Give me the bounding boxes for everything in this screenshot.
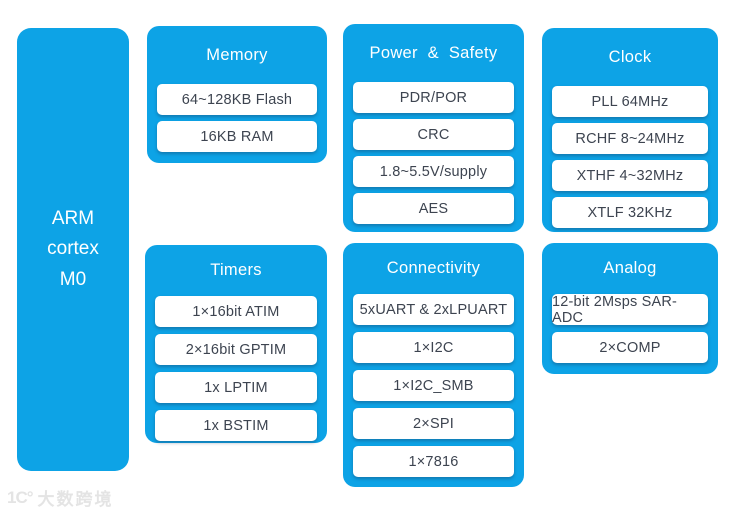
feature-item: 2×SPI <box>353 408 514 439</box>
block-connectivity-title: Connectivity <box>386 259 481 277</box>
block-timers: Timers 1×16bit ATIM 2×16bit GPTIM 1x LPT… <box>145 245 327 443</box>
feature-item: 1×I2C_SMB <box>353 370 514 401</box>
cpu-block: ARM cortex M0 <box>17 28 129 471</box>
watermark-text: 大数跨境 <box>37 490 114 509</box>
block-connectivity: Connectivity 5xUART & 2xLPUART 1×I2C 1×I… <box>343 243 524 487</box>
feature-item: 12-bit 2Msps SAR-ADC <box>552 294 708 326</box>
feature-item: 1.8~5.5V/supply <box>353 156 514 187</box>
feature-item: 16KB RAM <box>157 121 317 152</box>
feature-item: 2×COMP <box>552 332 708 363</box>
block-timers-title: Timers <box>210 261 262 279</box>
block-memory-title: Memory <box>206 45 268 64</box>
block-clock: Clock PLL 64MHz RCHF 8~24MHz XTHF 4~32MH… <box>542 28 718 232</box>
cpu-label-line3: M0 <box>59 268 87 290</box>
feature-item: 64~128KB Flash <box>157 84 317 115</box>
feature-item: 1×7816 <box>353 446 514 477</box>
feature-item: 1×I2C <box>353 332 514 363</box>
feature-item: 1x LPTIM <box>155 372 317 403</box>
feature-item: 1×16bit ATIM <box>155 296 317 327</box>
block-power-safety: Power & Safety PDR/POR CRC 1.8~5.5V/supp… <box>343 24 524 232</box>
block-power-safety-title: Power & Safety <box>369 43 498 62</box>
feature-item: 5xUART & 2xLPUART <box>353 294 514 325</box>
feature-item: CRC <box>353 119 514 150</box>
feature-item: RCHF 8~24MHz <box>552 123 708 154</box>
block-analog-title: Analog <box>603 259 657 277</box>
cpu-label: ARM cortex M0 <box>47 204 99 295</box>
watermark: 1C° 大数跨境 <box>7 485 114 510</box>
feature-item: PDR/POR <box>353 82 514 113</box>
block-memory: Memory 64~128KB Flash 16KB RAM <box>147 26 327 163</box>
feature-item: XTHF 4~32MHz <box>552 160 708 191</box>
cpu-label-line1: ARM <box>51 207 95 229</box>
feature-item: 1x BSTIM <box>155 410 317 441</box>
feature-item: PLL 64MHz <box>552 86 708 117</box>
feature-item: XTLF 32KHz <box>552 197 708 228</box>
block-analog: Analog 12-bit 2Msps SAR-ADC 2×COMP <box>542 243 718 374</box>
block-clock-title: Clock <box>608 47 652 66</box>
cpu-label-line2: cortex <box>47 238 99 260</box>
feature-item: 2×16bit GPTIM <box>155 334 317 365</box>
feature-item: AES <box>353 193 514 224</box>
watermark-logo-icon: 1C° <box>7 487 34 507</box>
